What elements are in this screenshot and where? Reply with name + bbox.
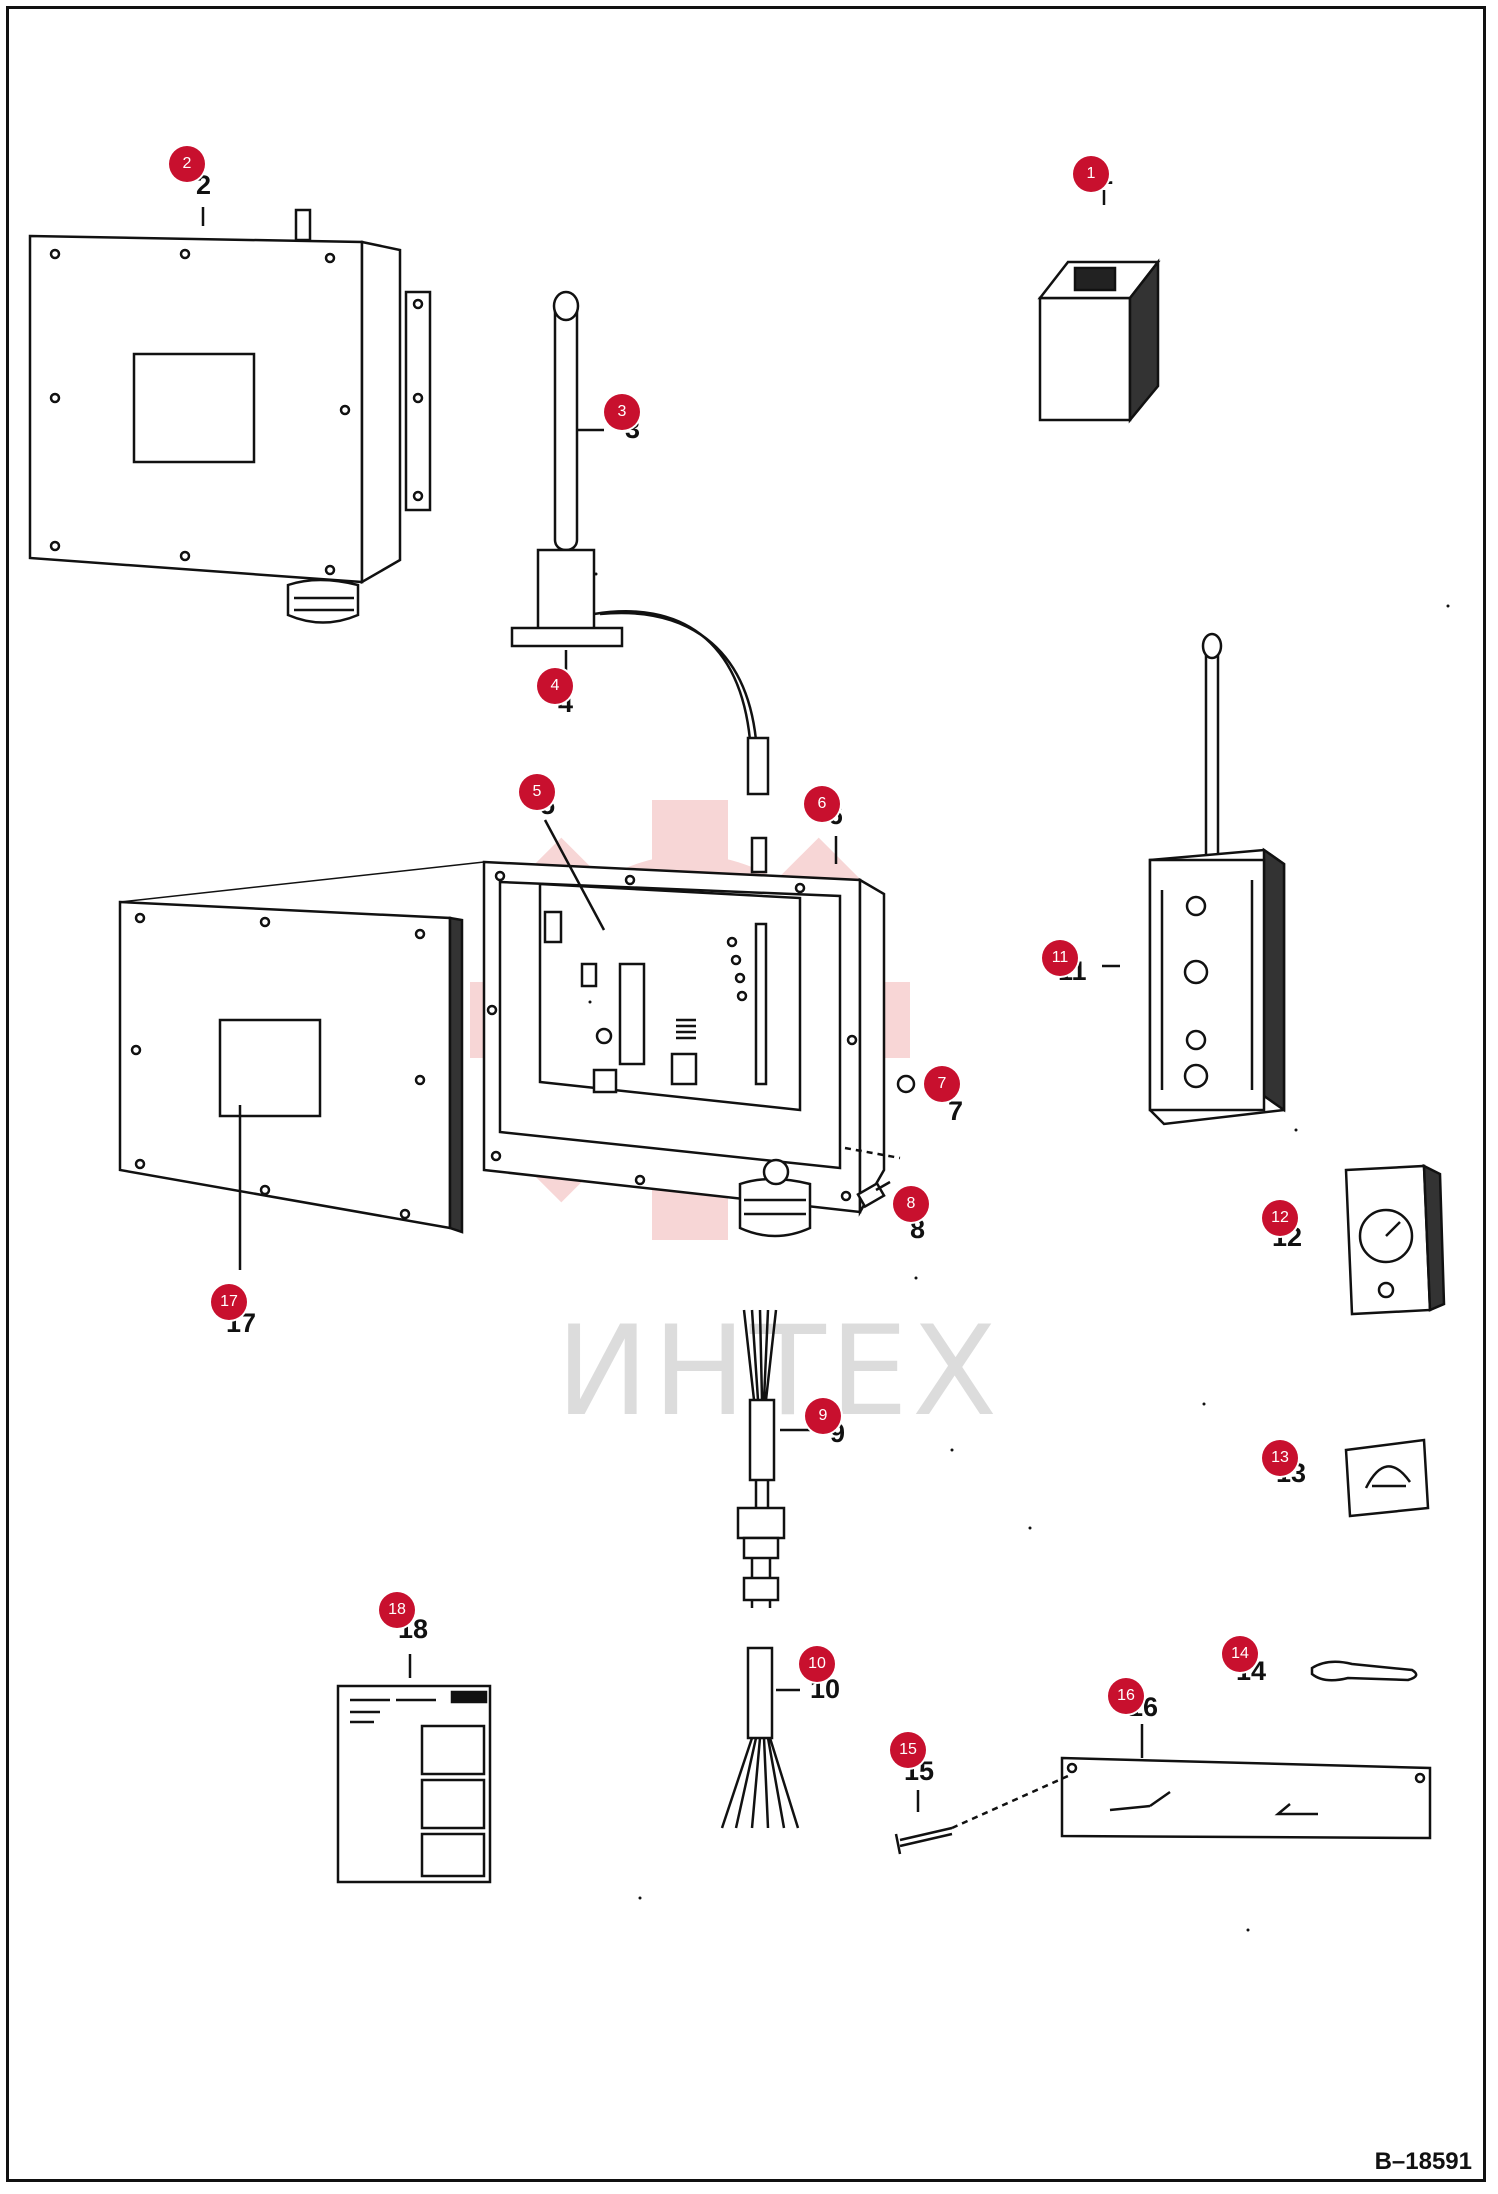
- callout-badge-15[interactable]: 15: [890, 1732, 926, 1768]
- callout-badge-9[interactable]: 9: [805, 1398, 841, 1434]
- item-number-7: 7: [948, 1096, 964, 1126]
- callout-badge-18[interactable]: 18: [379, 1592, 415, 1628]
- receiver-box-part: [28, 207, 432, 624]
- callout-badge-1[interactable]: 1: [1073, 156, 1109, 192]
- watermark-text: ИНТЕХ: [556, 1300, 1002, 1444]
- callout-badge-5[interactable]: 5: [519, 774, 555, 810]
- callout-badge-7[interactable]: 7: [924, 1066, 960, 1102]
- plate-part: [1060, 1724, 1432, 1840]
- transmitter-part: [1102, 632, 1286, 1126]
- receiver-housing-part: [482, 819, 886, 1238]
- nut-bolt-parts: [844, 1074, 916, 1209]
- callout-badge-11[interactable]: 11: [1042, 940, 1078, 976]
- gauge-part: [1344, 1438, 1430, 1518]
- decal-sheet-part: [336, 1654, 492, 1884]
- screw-part: [894, 1774, 1069, 1855]
- wire-harness-part: [720, 1309, 810, 1829]
- cover-panel-part: [118, 861, 485, 1270]
- callout-badge-16[interactable]: 16: [1108, 1678, 1144, 1714]
- callout-badge-14[interactable]: 14: [1222, 1636, 1258, 1672]
- clip-part: [1310, 1660, 1418, 1682]
- callout-badge-8[interactable]: 8: [893, 1186, 929, 1222]
- callout-badge-2[interactable]: 2: [169, 146, 205, 182]
- callout-badge-4[interactable]: 4: [537, 668, 573, 704]
- diagram-frame: [6, 6, 1486, 2182]
- callout-badge-10[interactable]: 10: [799, 1646, 835, 1682]
- callout-badge-6[interactable]: 6: [804, 786, 840, 822]
- callout-badge-17[interactable]: 17: [211, 1284, 247, 1320]
- callout-badge-13[interactable]: 13: [1262, 1440, 1298, 1476]
- battery-part: [1037, 190, 1161, 424]
- document-number: B–18591: [1374, 2148, 1472, 2175]
- switch-plate-part: [1344, 1163, 1446, 1316]
- callout-badge-3[interactable]: 3: [604, 394, 640, 430]
- antenna-part: [510, 290, 770, 874]
- item-number-2: 2: [196, 170, 212, 200]
- callout-badge-12[interactable]: 12: [1262, 1200, 1298, 1236]
